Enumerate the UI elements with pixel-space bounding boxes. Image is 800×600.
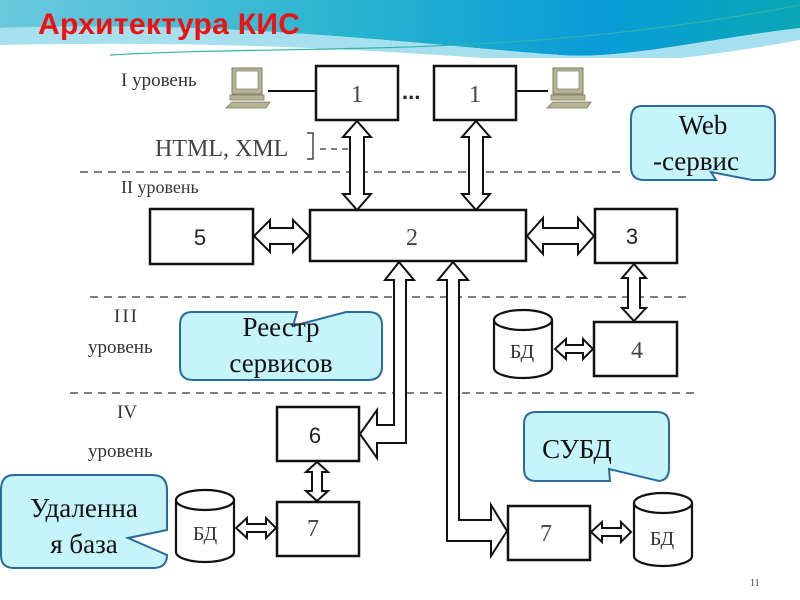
arrow-5-to-2 xyxy=(252,217,311,255)
protocol-label: HTML, XML xyxy=(155,136,288,162)
svg-text:7: 7 xyxy=(540,521,552,547)
level-label-4-number: IV xyxy=(117,402,138,423)
svg-text:Удаленна: Удаленна xyxy=(30,493,138,523)
arrow-3-to-4 xyxy=(619,262,649,323)
arrow-remote-db-to-7 xyxy=(234,515,278,541)
svg-text:БД: БД xyxy=(193,523,218,545)
header-swoosh-line xyxy=(109,4,800,56)
svg-text:-сервис: -сервис xyxy=(653,146,739,176)
arrow-2-to-7-right xyxy=(435,260,509,560)
protocol-bracket xyxy=(307,132,314,160)
callout-service-registry: Реестр сервисов xyxy=(179,311,383,381)
arrow-7-to-dbms-db xyxy=(589,519,633,545)
ellipsis: ... xyxy=(402,79,420,104)
box-3[interactable]: 3 xyxy=(593,207,679,265)
arrow-2-to-3 xyxy=(525,215,596,257)
svg-text:Реестр: Реестр xyxy=(243,312,320,342)
box-5[interactable]: 5 xyxy=(148,207,255,266)
header-swoosh-light xyxy=(0,26,800,64)
svg-text:СУБД: СУБД xyxy=(542,434,612,464)
box-2[interactable]: 2 xyxy=(308,208,528,263)
svg-text:я база: я база xyxy=(50,529,118,559)
arrow-db-to-4 xyxy=(553,336,595,362)
box-7-right[interactable]: 7 xyxy=(506,504,592,562)
database-level3-icon[interactable]: БД xyxy=(492,308,554,380)
svg-text:3: 3 xyxy=(626,224,638,249)
arrow-1-right-to-2 xyxy=(459,119,493,212)
level-label-3-word: уровень xyxy=(88,337,153,358)
arrow-6-to-7 xyxy=(303,460,331,503)
level-label-3-number: III xyxy=(114,306,139,327)
svg-text:Web: Web xyxy=(679,110,728,140)
box-1-left[interactable]: 1 xyxy=(314,64,400,122)
svg-text:сервисов: сервисов xyxy=(229,348,332,378)
svg-text:5: 5 xyxy=(194,225,206,250)
level-label-1: I уровень xyxy=(121,70,197,91)
svg-text:4: 4 xyxy=(631,338,643,364)
box-6[interactable]: 6 xyxy=(275,405,361,463)
callout-remote-database: Удаленна я база xyxy=(0,474,169,569)
arrow-2-to-6 xyxy=(358,260,417,462)
page-number: 11 xyxy=(750,578,760,589)
svg-text:7: 7 xyxy=(307,516,319,542)
workstation-right-icon xyxy=(546,67,592,109)
workstation-left-icon xyxy=(225,67,271,109)
level-label-4-word: уровень xyxy=(88,441,153,462)
svg-text:6: 6 xyxy=(309,423,321,448)
box-7-left[interactable]: 7 xyxy=(275,500,361,558)
svg-text:1: 1 xyxy=(351,82,363,108)
header-swoosh xyxy=(0,0,800,56)
level-label-2: II уровень xyxy=(121,177,199,197)
database-dbms-icon[interactable]: БД xyxy=(632,491,694,568)
callout-dbms: СУБД xyxy=(523,411,670,483)
callout-web-service: Web -сервис xyxy=(630,105,776,181)
box-1-right[interactable]: 1 xyxy=(432,64,518,122)
svg-text:2: 2 xyxy=(406,225,418,251)
diagram-panel xyxy=(62,58,702,568)
svg-text:1: 1 xyxy=(469,82,481,108)
box-4[interactable]: 4 xyxy=(592,320,679,378)
svg-text:БД: БД xyxy=(510,341,535,363)
database-remote-icon[interactable]: БД xyxy=(174,488,236,564)
svg-text:БД: БД xyxy=(650,528,675,550)
arrow-1-left-to-2 xyxy=(340,119,374,212)
slide-title: Архитектура КИС xyxy=(38,8,301,41)
